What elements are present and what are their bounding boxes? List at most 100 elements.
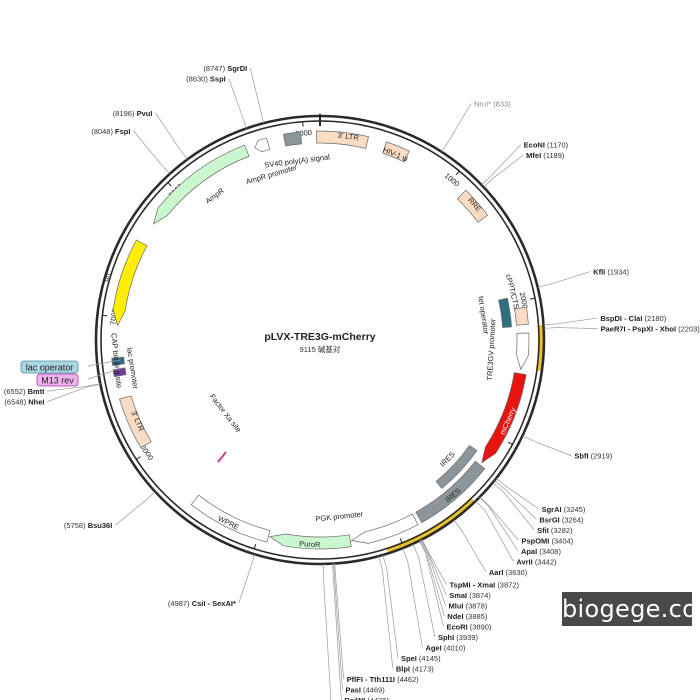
site-leader	[115, 491, 156, 526]
tick-2000	[529, 297, 536, 300]
site-leader	[412, 543, 436, 638]
site-label: PspOMI (3404)	[521, 536, 573, 545]
feature-label-factor-xa-site: Factor Xa site	[208, 392, 243, 434]
site-position: (3408)	[539, 547, 561, 556]
site-label: (8630) SspI	[186, 74, 226, 83]
site-name: PvuI	[137, 109, 153, 118]
site-position: (4145)	[419, 654, 441, 663]
site-label: SpeI (4145)	[401, 654, 441, 663]
site-position: (833)	[493, 100, 511, 109]
site-name: BsrGI	[539, 515, 559, 524]
factor-xa-marker	[217, 451, 227, 463]
site-position: (3885)	[466, 612, 488, 621]
feature-tet-operator	[498, 297, 512, 328]
site-label: SphI (3939)	[438, 633, 479, 642]
tick-3000	[507, 441, 513, 445]
site-leader	[479, 497, 519, 551]
site-name: BlpI	[396, 665, 410, 674]
site-leader	[238, 554, 255, 604]
site-label: (6548) NheI	[4, 398, 44, 407]
feature-ires-outer	[415, 460, 486, 524]
feature-cppt-cts	[514, 306, 529, 326]
site-leader	[334, 563, 345, 680]
site-position: (8196)	[113, 109, 135, 118]
site-name: ApaI	[521, 547, 537, 556]
site-name: SgrDI	[227, 64, 247, 73]
site-position: (3264)	[562, 515, 584, 524]
site-label: EcoRI (3890)	[446, 623, 492, 632]
site-position: (8630)	[186, 74, 208, 83]
site-label: (8196) PvuI	[113, 109, 153, 118]
feature-3-ltr	[316, 130, 369, 149]
site-label: (6552) BmtI	[4, 387, 44, 396]
site-name: FspI	[115, 127, 130, 136]
site-position: (4462)	[397, 675, 419, 684]
site-label: ApaI (3408)	[521, 547, 562, 556]
lac-operator-label: lac operator	[26, 363, 74, 373]
feature-hiv-1-	[382, 141, 410, 163]
feature-label-ori: ori	[101, 272, 112, 283]
site-leader	[155, 112, 188, 160]
site-name: PasI	[346, 686, 361, 695]
feature-puror	[268, 533, 352, 550]
site-position: (6552)	[4, 387, 26, 396]
tick-label-1000: 1000	[443, 171, 462, 189]
feature-cap-binding-site	[111, 356, 125, 366]
site-name: CsiI - SexAI*	[192, 599, 236, 608]
tick-7000	[102, 314, 108, 317]
site-label: MluI (3878)	[449, 602, 488, 611]
site-label: SgrAI (3245)	[542, 505, 586, 514]
site-name: BmtI	[28, 387, 45, 396]
site-leader	[420, 539, 446, 606]
primer-boxes: lac operator M13 rev	[20, 359, 123, 387]
site-leader	[47, 383, 101, 402]
m13-rev-box	[36, 373, 79, 387]
site-name: EcoRI	[446, 623, 467, 632]
site-label: BsiWI (4476)	[344, 696, 389, 700]
site-name: TspMI - XmaI	[450, 581, 496, 590]
site-name: SbfI	[574, 452, 588, 461]
map-size: 9115 碱基对	[300, 344, 341, 354]
site-position: (8048)	[91, 127, 113, 136]
tick-label-2000: 2000	[518, 291, 530, 309]
site-label: AgeI (4010)	[425, 644, 466, 653]
feature-mcherry	[481, 372, 527, 464]
site-label: (5758) Bsu36I	[64, 521, 112, 530]
feature-label-tre3gv-promoter: TRE3GV promoter	[485, 318, 497, 381]
site-label: SmaI (3874)	[449, 591, 491, 600]
site-leader	[378, 556, 394, 669]
site-leader	[537, 271, 591, 288]
site-leader	[453, 519, 487, 572]
site-position: (3404)	[551, 536, 573, 545]
site-name: Bsu36I	[88, 521, 113, 530]
site-name: NheI	[28, 398, 44, 407]
site-label: NdeI (3885)	[447, 612, 488, 621]
site-label: KflI (1934)	[593, 268, 629, 277]
site-name: BspDI - ClaI	[600, 314, 642, 323]
restriction-sites: NruI* (833)EcoNI (1170)MfeI (1189)KflI (…	[4, 64, 700, 700]
site-position: (2203)	[678, 325, 700, 334]
site-label: (8747) SgrDI	[203, 64, 247, 73]
site-leader	[249, 67, 265, 124]
site-position: (3282)	[551, 526, 573, 535]
site-name: AgeI	[425, 644, 441, 653]
tick-4000	[399, 538, 403, 544]
feature-label-puror: PuroR	[299, 539, 321, 549]
site-leader	[522, 435, 572, 457]
site-name: NruI*	[474, 100, 491, 109]
site-position: (3890)	[470, 623, 492, 632]
site-leader	[228, 78, 247, 129]
feature-label-sv40-poly-a-signal: SV40 poly(A) signal	[264, 152, 331, 169]
site-label: PflFI - Tth111I (4462)	[347, 675, 420, 684]
site-position: (4010)	[444, 644, 466, 653]
site-leader	[492, 482, 535, 530]
site-name: SfiI	[537, 526, 549, 535]
site-label: PasI (4469)	[346, 686, 386, 695]
feature-ori	[112, 239, 148, 327]
site-label: PaeR7I - PspXI - XhoI (2203)	[601, 325, 700, 334]
site-name: BsiWI	[344, 696, 365, 700]
site-position: (3874)	[469, 591, 491, 600]
features	[111, 130, 530, 550]
site-name: MfeI	[526, 151, 541, 160]
